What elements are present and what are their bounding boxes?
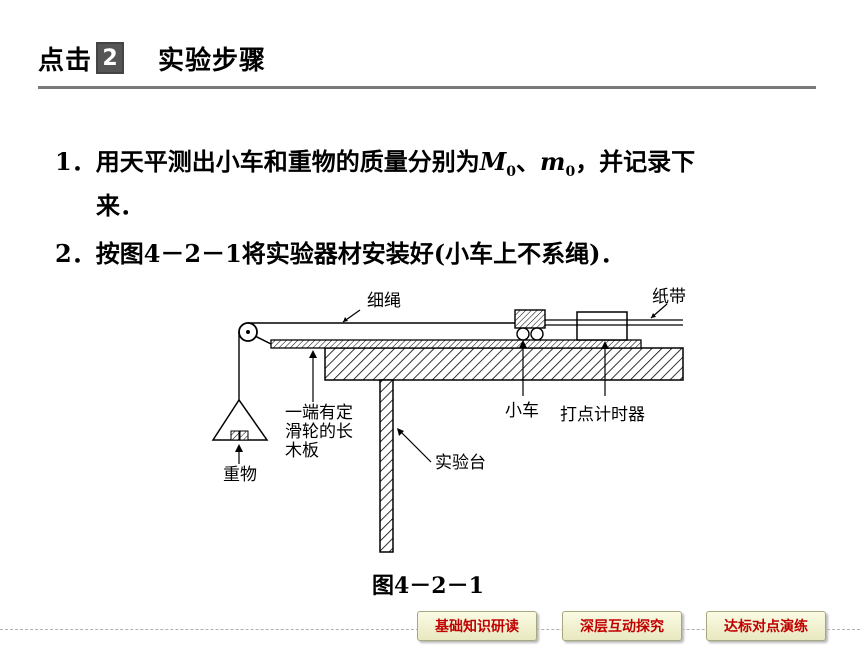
header-number-badge: 2 bbox=[96, 42, 125, 74]
step-1: 1．用天平测出小车和重物的质量分别为M0、m0，并记录下 bbox=[55, 140, 815, 194]
label-timer: 打点计时器 bbox=[560, 405, 645, 425]
step-1-text-b: ，并记录下 bbox=[575, 147, 696, 176]
nav-button-basic-knowledge[interactable]: 基础知识研读 bbox=[417, 611, 537, 641]
apparatus-diagram: 细绳 纸带 一端有定 滑轮的长 木板 小车 打点计时器 重物 实验台 bbox=[211, 287, 686, 553]
step-1-continuation: 来． bbox=[96, 191, 144, 220]
long-board bbox=[270, 339, 642, 349]
header-title: 实验步骤 bbox=[158, 45, 267, 76]
label-rope: 细绳 bbox=[367, 291, 401, 311]
step-1-text-a: 用天平测出小车和重物的质量分别为 bbox=[95, 147, 480, 176]
cart bbox=[514, 309, 546, 329]
table-leg bbox=[379, 379, 394, 553]
step-2: 2．按图4－2－1将实验器材安装好(小车上不系绳)． bbox=[55, 232, 815, 276]
var-M: M bbox=[479, 147, 507, 176]
spark-timer bbox=[576, 311, 628, 341]
section-header: 点击 2 实验步骤 bbox=[38, 38, 266, 78]
label-board-line-2: 滑轮的长 bbox=[285, 422, 353, 442]
label-board-line-3: 木板 bbox=[285, 441, 319, 461]
nav-button-deep-interaction[interactable]: 深层互动探究 bbox=[562, 611, 682, 641]
label-board-line-1: 一端有定 bbox=[285, 403, 353, 423]
step-2-number: 2． bbox=[55, 239, 96, 268]
header-divider bbox=[38, 86, 816, 89]
step-1-number: 1． bbox=[55, 147, 96, 176]
label-table: 实验台 bbox=[435, 453, 486, 473]
label-cart: 小车 bbox=[505, 401, 539, 421]
step-2-text: 按图4－2－1将实验器材安装好(小车上不系绳)． bbox=[95, 239, 625, 268]
figure-caption: 图4－2－1 bbox=[372, 573, 484, 599]
var-m-sub: 0 bbox=[565, 163, 576, 180]
label-weight: 重物 bbox=[223, 465, 257, 485]
step-1-separator: 、 bbox=[516, 147, 541, 176]
header-prefix: 点击 bbox=[38, 45, 93, 76]
nav-button-practice[interactable]: 达标对点演练 bbox=[706, 611, 826, 641]
var-m: m bbox=[540, 147, 566, 176]
table-top bbox=[324, 347, 684, 381]
label-paper-tape: 纸带 bbox=[652, 287, 686, 307]
var-M-sub: 0 bbox=[506, 163, 517, 180]
